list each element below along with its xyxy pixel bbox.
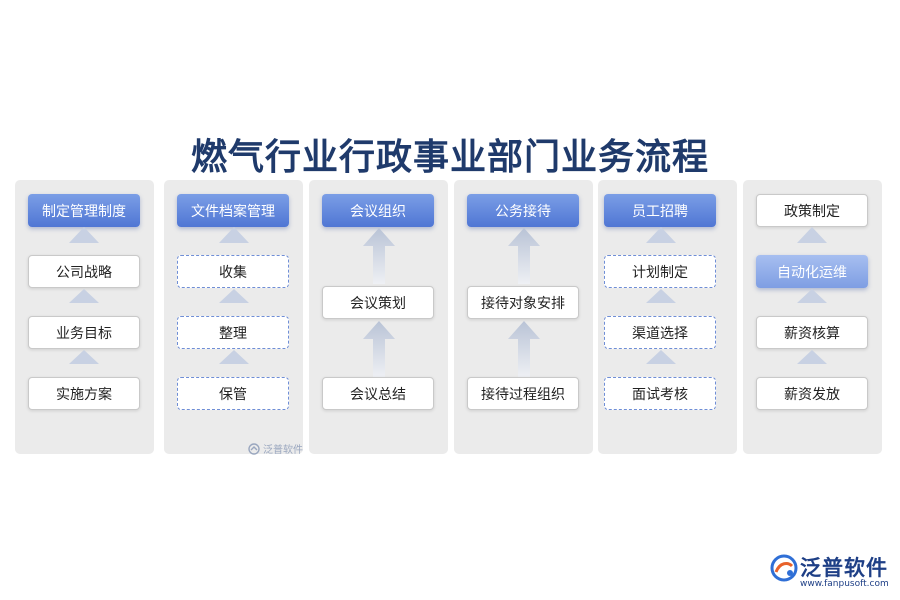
process-step[interactable]: 面试考核 bbox=[604, 377, 716, 410]
column-meeting-organization: 会议组织 会议策划 会议总结 bbox=[309, 180, 448, 454]
logo-name: 泛普软件 bbox=[800, 556, 888, 580]
column-header[interactable]: 政策制定 bbox=[756, 194, 868, 227]
up-arrow-icon bbox=[219, 350, 249, 364]
process-step[interactable]: 渠道选择 bbox=[604, 316, 716, 349]
up-arrow-icon bbox=[363, 321, 395, 377]
process-step[interactable]: 接待对象安排 bbox=[467, 286, 579, 319]
column-policy: 政策制定 自动化运维 薪资核算 薪资发放 bbox=[743, 180, 882, 454]
up-arrow-icon bbox=[646, 350, 676, 364]
fanpu-logo-icon bbox=[248, 442, 260, 455]
process-step[interactable]: 会议总结 bbox=[322, 377, 434, 410]
process-step[interactable]: 整理 bbox=[177, 316, 289, 349]
page-title: 燃气行业行政事业部门业务流程 bbox=[190, 137, 709, 178]
up-arrow-icon bbox=[646, 227, 676, 243]
process-step[interactable]: 保管 bbox=[177, 377, 289, 410]
up-arrow-icon bbox=[219, 227, 249, 243]
brand-logo: 泛普软件 www.fanpusoft.com bbox=[770, 552, 890, 592]
column-header[interactable]: 文件档案管理 bbox=[177, 194, 289, 227]
column-header[interactable]: 制定管理制度 bbox=[28, 194, 140, 227]
up-arrow-icon bbox=[797, 350, 827, 364]
column-recruitment: 员工招聘 计划制定 渠道选择 面试考核 bbox=[598, 180, 737, 454]
process-step[interactable]: 计划制定 bbox=[604, 255, 716, 288]
up-arrow-icon bbox=[363, 228, 395, 284]
process-step[interactable]: 实施方案 bbox=[28, 377, 140, 410]
up-arrow-icon bbox=[646, 289, 676, 303]
column-subheader[interactable]: 自动化运维 bbox=[756, 255, 868, 288]
process-step[interactable]: 业务目标 bbox=[28, 316, 140, 349]
watermark-text: 泛普软件 bbox=[263, 445, 303, 456]
up-arrow-icon bbox=[69, 289, 99, 303]
process-step[interactable]: 薪资核算 bbox=[756, 316, 868, 349]
up-arrow-icon bbox=[69, 350, 99, 364]
column-header[interactable]: 公务接待 bbox=[467, 194, 579, 227]
process-step[interactable]: 收集 bbox=[177, 255, 289, 288]
up-arrow-icon bbox=[219, 289, 249, 303]
process-step[interactable]: 会议策划 bbox=[322, 286, 434, 319]
fanpu-logo-icon bbox=[770, 554, 798, 582]
logo-url: www.fanpusoft.com bbox=[800, 579, 889, 589]
process-step[interactable]: 薪资发放 bbox=[756, 377, 868, 410]
up-arrow-icon bbox=[69, 227, 99, 243]
column-document-archive: 文件档案管理 收集 整理 保管 bbox=[164, 180, 303, 454]
process-step[interactable]: 公司战略 bbox=[28, 255, 140, 288]
column-header[interactable]: 会议组织 bbox=[322, 194, 434, 227]
watermark: 泛普软件 bbox=[248, 441, 303, 456]
up-arrow-icon bbox=[508, 321, 540, 377]
up-arrow-icon bbox=[508, 228, 540, 284]
process-step[interactable]: 接待过程组织 bbox=[467, 377, 579, 410]
column-management-system: 制定管理制度 公司战略 业务目标 实施方案 bbox=[15, 180, 154, 454]
column-official-reception: 公务接待 接待对象安排 接待过程组织 bbox=[454, 180, 593, 454]
up-arrow-icon bbox=[797, 227, 827, 243]
column-header[interactable]: 员工招聘 bbox=[604, 194, 716, 227]
up-arrow-icon bbox=[797, 289, 827, 303]
